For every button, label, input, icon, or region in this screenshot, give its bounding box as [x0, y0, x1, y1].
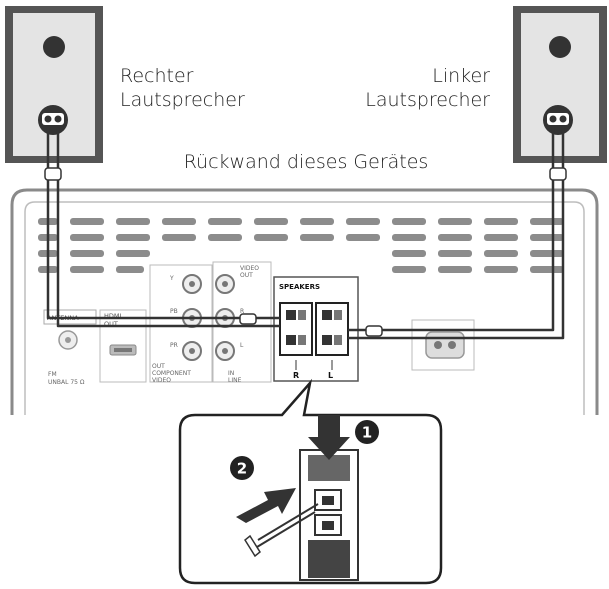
hdmi-label-1: HDMI: [104, 312, 122, 320]
power-inlet: [411, 319, 475, 371]
press-down-arrow-icon: [308, 415, 350, 460]
step-1-number: 1: [362, 424, 372, 442]
line-in-label-2: LINE: [228, 377, 242, 384]
component-video-section: Y PB PR OUT COMPONENT VIDEO: [149, 264, 213, 384]
video-line-section: VIDEO OUT R L IN LINE: [212, 261, 272, 384]
component-label-2: COMPONENT: [152, 370, 191, 377]
step-2-number: 2: [237, 460, 247, 478]
rear-panel: ANTENNA FM UNBAL 75 Ω HDMI OUT Y PB PR: [10, 188, 599, 415]
right-speaker-label-2: Lautsprecher: [120, 89, 245, 111]
jack-y-label: Y: [169, 275, 174, 282]
video-out-label-1: VIDEO: [240, 265, 259, 272]
left-speaker-label-1: Linker: [432, 65, 490, 87]
speaker-terminal-l-icon: [315, 302, 349, 356]
right-speaker: [5, 6, 103, 163]
line-in-label-1: IN: [228, 370, 234, 377]
speaker-driver-icon: [549, 36, 571, 58]
hdmi-section: HDMI OUT: [99, 309, 147, 383]
fm-label-2: UNBAL 75 Ω: [48, 379, 85, 386]
rear-panel-label: Rückwand dieses Gerätes: [184, 151, 429, 173]
component-label-3: VIDEO: [152, 377, 171, 384]
terminal-l-label: L: [328, 371, 333, 380]
vent-slots: [38, 218, 564, 273]
zoom-inset: 1 2: [178, 378, 443, 585]
component-label-1: OUT: [152, 363, 165, 370]
cable-connectors: [44, 167, 567, 337]
antenna-section: ANTENNA FM UNBAL 75 Ω: [43, 309, 97, 386]
speaker-cables: [46, 128, 565, 340]
right-speaker-terminal-icon: [38, 105, 68, 135]
insert-arrow-icon: [236, 488, 296, 523]
jack-pr-label: PR: [170, 342, 178, 349]
power-socket-icon: [425, 331, 465, 359]
jack-l-label: L: [240, 342, 244, 349]
speaker-driver-icon: [43, 36, 65, 58]
left-speaker-terminal-icon: [543, 105, 573, 135]
fm-label-1: FM: [48, 371, 57, 378]
step-1-badge: [355, 420, 379, 444]
hdmi-label-2: OUT: [104, 320, 118, 328]
spring-terminal-closeup-icon: [299, 449, 359, 581]
left-speaker: [513, 6, 607, 163]
video-out-label-2: OUT: [240, 272, 253, 279]
jack-pb-label: PB: [170, 308, 178, 315]
left-speaker-label-2: Lautsprecher: [365, 89, 490, 111]
step-2-badge: [230, 456, 254, 480]
terminal-r-label: R: [293, 371, 299, 380]
jack-r-label: R: [240, 308, 244, 315]
right-speaker-label-1: Rechter: [120, 65, 194, 87]
speakers-terminal-section: SPEAKERS R L: [273, 276, 359, 382]
speaker-wire-icon: [244, 503, 319, 558]
speakers-label: SPEAKERS: [279, 283, 320, 291]
